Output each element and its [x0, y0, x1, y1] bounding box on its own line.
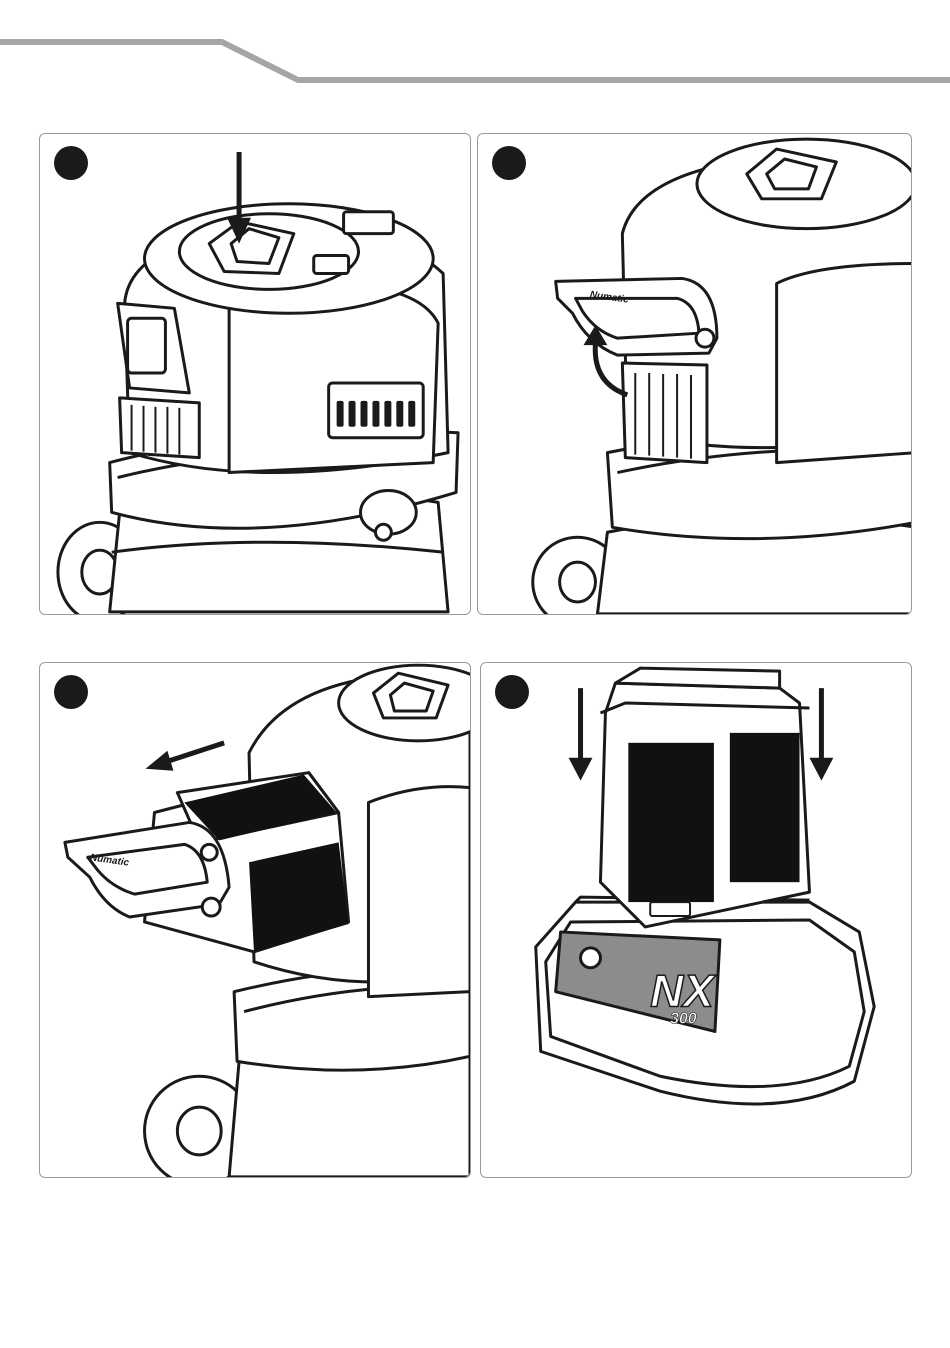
step-2-badge: [492, 146, 526, 180]
step-1-illustration: [40, 134, 470, 614]
charger-model-mark: NX: [650, 966, 716, 1017]
step-3-panel: Numatic: [39, 662, 471, 1178]
step-2-panel: Numatic: [477, 133, 912, 615]
step-2-illustration: Numatic: [478, 134, 911, 614]
step-3-illustration: Numatic: [40, 663, 470, 1177]
pull-arrow: [146, 743, 225, 771]
header-rule: [0, 0, 950, 100]
charger-model-number: 300: [670, 1011, 697, 1028]
step-1-badge: [54, 146, 88, 180]
insert-arrow-right: [809, 688, 833, 781]
insert-arrow-left: [569, 688, 593, 781]
step-3-badge: [54, 675, 88, 709]
step-1-panel: [39, 133, 471, 615]
step-4-panel: NX 300: [480, 662, 912, 1178]
step-4-illustration: NX 300: [481, 663, 911, 1177]
step-4-badge: [495, 675, 529, 709]
